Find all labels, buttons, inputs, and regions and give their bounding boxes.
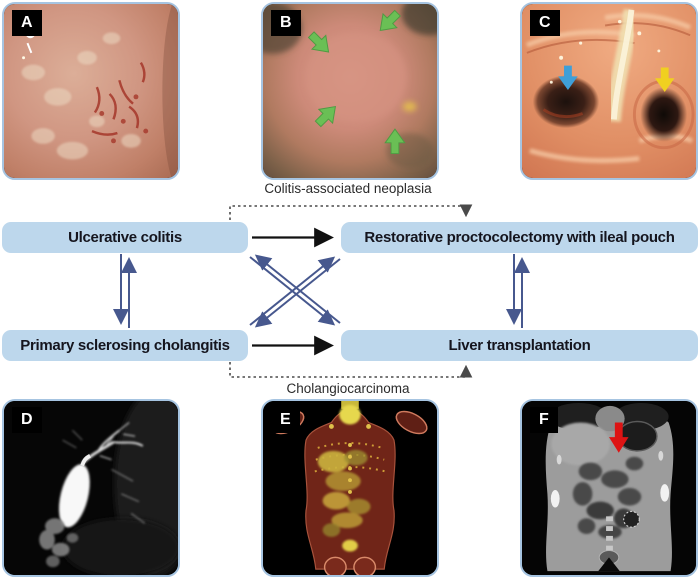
ct-image [522, 401, 696, 575]
caption-colitis-associated-neoplasia: Colitis-associated neoplasia [264, 181, 432, 196]
panel-endoscopy-pouch: C [520, 2, 698, 180]
gallbladder [58, 453, 91, 528]
node-ulcerative-colitis: Ulcerative colitis [2, 222, 248, 253]
panel-letter-c: C [530, 10, 560, 36]
endoscopy-colitis-image [4, 4, 178, 178]
panel-pet-ct: E [261, 399, 439, 577]
node-restorative-proctocolectomy: Restorative proctocolectomy with ileal p… [341, 222, 698, 253]
blue-arrows-rpc-lt [506, 254, 530, 328]
panel-letter-d: D [12, 407, 42, 433]
panel-ct: F [520, 399, 698, 577]
green-arrow-icon [384, 128, 406, 155]
panel-letter-f: F [530, 407, 558, 433]
node-primary-sclerosing-cholangitis: Primary sclerosing cholangitis [2, 330, 248, 361]
blue-arrows-psc-rpc [249, 256, 341, 328]
panel-letter-b: B [271, 10, 301, 36]
caption-cholangiocarcinoma: Cholangiocarcinoma [286, 381, 410, 396]
mucosal-erosions [91, 62, 146, 136]
node-liver-transplantation: Liver transplantation [341, 330, 698, 361]
yellow-arrow-icon [654, 67, 675, 92]
dotted-arrow-neoplasia [229, 204, 473, 220]
green-arrow-icon [307, 31, 330, 53]
green-arrow-icon [379, 9, 401, 32]
afferent-limb-lumen [640, 87, 688, 142]
bowel-loops [39, 518, 79, 568]
endoscopy-neoplasia-image [263, 4, 437, 178]
pet-ct-image [263, 401, 437, 575]
blue-arrow-icon [558, 65, 578, 91]
ct-body [545, 402, 674, 572]
stomach-bubble [617, 420, 658, 452]
panel-mrcp: D [2, 399, 180, 577]
mrcp-image [4, 401, 178, 575]
panel-letter-a: A [12, 10, 42, 36]
green-arrow-icons [307, 9, 406, 155]
dotted-arrow-cholangiocarcinoma [229, 362, 473, 378]
blue-arrows-uc-lt [249, 254, 341, 326]
red-arrow-icon [609, 422, 629, 453]
light-glare [549, 19, 661, 84]
blue-arrows-uc-psc [113, 254, 137, 328]
panel-letter-e: E [271, 407, 300, 433]
panel-endoscopy-colitis: A [2, 2, 180, 180]
panel-endoscopy-neoplasia: B [261, 2, 439, 180]
green-arrow-icon [314, 105, 337, 128]
